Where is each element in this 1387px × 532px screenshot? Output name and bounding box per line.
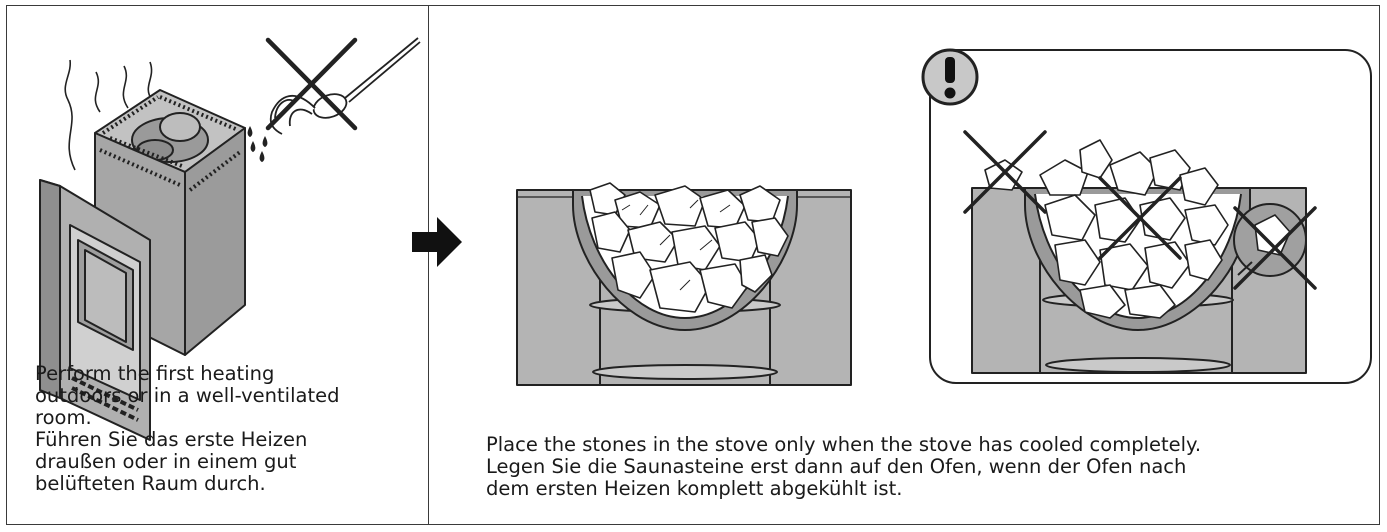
prohibited-cross-icon	[963, 130, 1317, 290]
warning-frame	[929, 49, 1372, 384]
left-caption: Perform the first heating outdoors or in…	[35, 363, 420, 495]
overfilled-stove-illustration	[971, 139, 1307, 374]
warning-exclamation-icon	[921, 48, 979, 106]
panel-frame	[6, 5, 1380, 525]
right-caption: Place the stones in the stove only when …	[486, 434, 1356, 500]
arrow-right-icon	[412, 217, 462, 267]
caption-line: room.	[35, 406, 92, 429]
caption-line: Legen Sie die Saunasteine erst dann auf …	[486, 455, 1187, 478]
panel-divider	[428, 5, 429, 525]
caption-line: outdoors or in a well-ventilated	[35, 384, 340, 407]
stove-illustration	[39, 89, 246, 441]
water-ladle-icon	[247, 37, 421, 163]
prohibited-cross-icon	[265, 37, 358, 131]
caption-line: Place the stones in the stove only when …	[486, 433, 1202, 456]
caption-line: dem ersten Heizen komplett abgekühlt ist…	[486, 477, 903, 500]
caption-line: draußen oder in einem gut	[35, 450, 297, 473]
caption-line: Führen Sie das erste Heizen	[35, 428, 308, 451]
stones-in-stove-illustration	[516, 182, 852, 386]
caption-line: Perform the first heating	[35, 362, 275, 385]
caption-line: belüfteten Raum durch.	[35, 472, 266, 495]
steam-icon	[64, 59, 153, 171]
